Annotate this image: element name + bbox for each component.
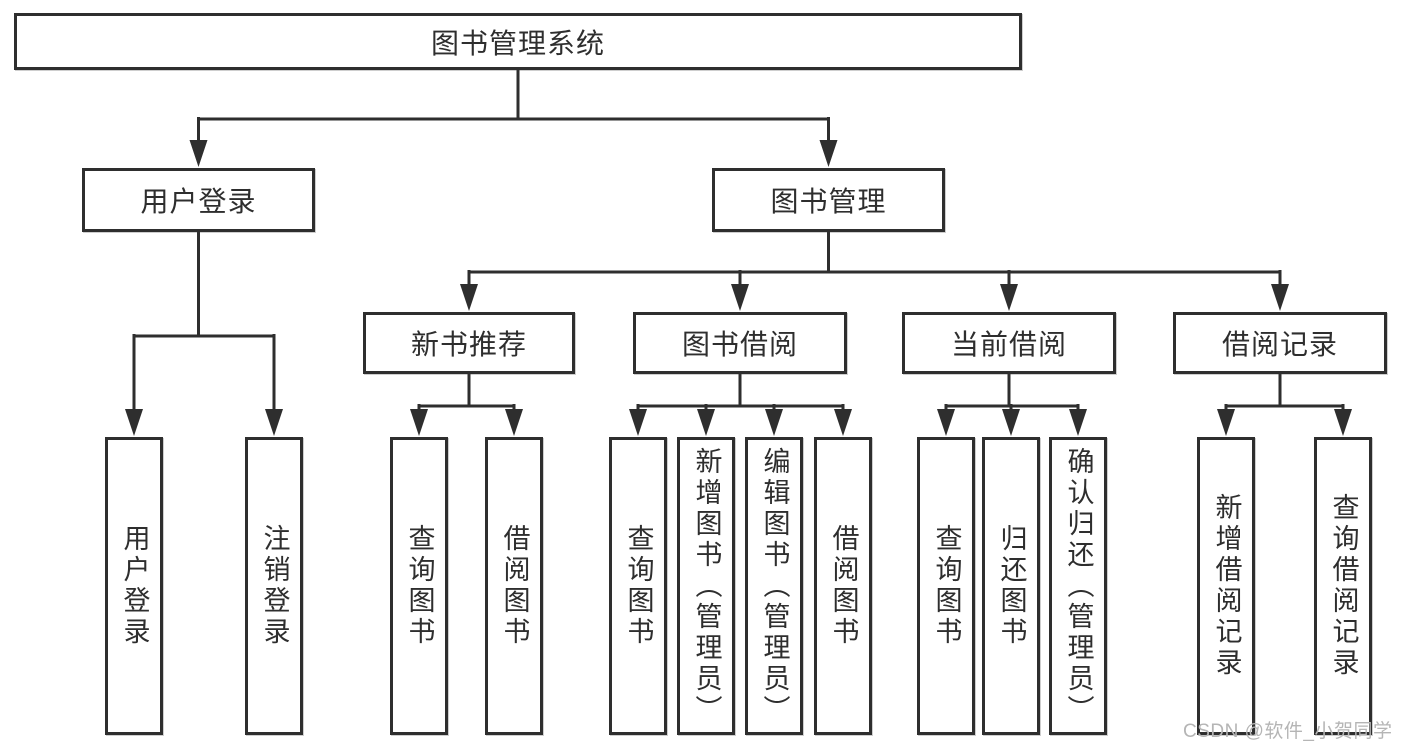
node-user-login: 用户登录 [82, 168, 315, 232]
leaf-query-books-current: 查询图书 [917, 437, 975, 735]
leaf-return-books: 归还图书 [982, 437, 1040, 735]
leaf-borrow-books-recommend: 借阅图书 [485, 437, 543, 735]
leaf-user-login: 用户登录 [105, 437, 163, 735]
node-new-book-recommendation: 新书推荐 [363, 312, 575, 374]
node-book-borrowing: 图书借阅 [633, 312, 847, 374]
node-root-system: 图书管理系统 [14, 13, 1022, 70]
node-borrowing-records: 借阅记录 [1173, 312, 1387, 374]
leaf-edit-books-admin: 编辑图书（管理员） [745, 437, 803, 735]
leaf-query-borrow-record: 查询借阅记录 [1314, 437, 1372, 735]
leaf-query-books-borrow: 查询图书 [609, 437, 667, 735]
leaf-logout: 注销登录 [245, 437, 303, 735]
leaf-add-books-admin: 新增图书（管理员） [677, 437, 735, 735]
node-current-borrowing: 当前借阅 [902, 312, 1116, 374]
csdn-watermark: CSDN @软件_小贺同学 [1183, 721, 1393, 742]
leaf-query-books-recommend: 查询图书 [390, 437, 448, 735]
leaf-add-borrow-record: 新增借阅记录 [1197, 437, 1255, 735]
leaf-confirm-return-admin: 确认归还（管理员） [1049, 437, 1107, 735]
node-book-management: 图书管理 [712, 168, 945, 232]
leaf-borrow-books-borrow: 借阅图书 [814, 437, 872, 735]
